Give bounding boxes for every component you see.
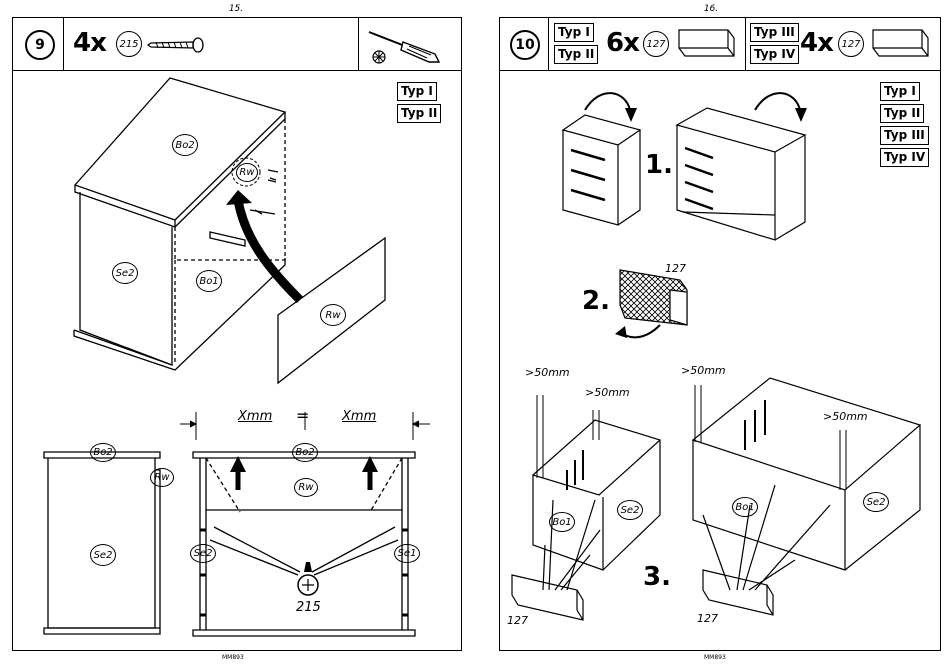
label-front-top: Bo2 — [292, 443, 318, 462]
dimension-equals: = — [296, 406, 309, 425]
dimension-right: Xmm — [342, 409, 376, 424]
dimension-label: >50mm — [823, 410, 868, 423]
part-label-small: 127 — [507, 614, 528, 627]
label-front-left-side: Se2 — [190, 544, 216, 563]
right-page: 16. 10 Typ I Typ II 6x 127 Typ III Typ I… — [475, 0, 950, 667]
label-large-side: Se2 — [863, 492, 889, 512]
label-front-rw: Rw — [294, 478, 318, 497]
dimension-left: Xmm — [238, 409, 272, 424]
label-large-bottom: Bo1 — [732, 497, 758, 517]
label-small-bottom: Bo1 — [549, 512, 575, 532]
substep-3: 3. — [643, 562, 671, 592]
dimension-label: >50mm — [525, 366, 570, 379]
footer-code: MM893 — [222, 654, 244, 661]
footer-code: MM893 — [704, 654, 726, 661]
part-label-large: 127 — [697, 612, 718, 625]
left-page: 15. 9 4x 215 Typ I Typ II — [0, 0, 475, 667]
substep3-drawing — [475, 0, 950, 667]
screw-part-number: 215 — [296, 600, 321, 615]
label-small-side: Se2 — [617, 500, 643, 520]
dimension-label: >50mm — [585, 386, 630, 399]
label-front-right-side: Se1 — [394, 544, 420, 563]
dimension-label: >50mm — [681, 364, 726, 377]
front-view-drawing — [0, 0, 475, 667]
